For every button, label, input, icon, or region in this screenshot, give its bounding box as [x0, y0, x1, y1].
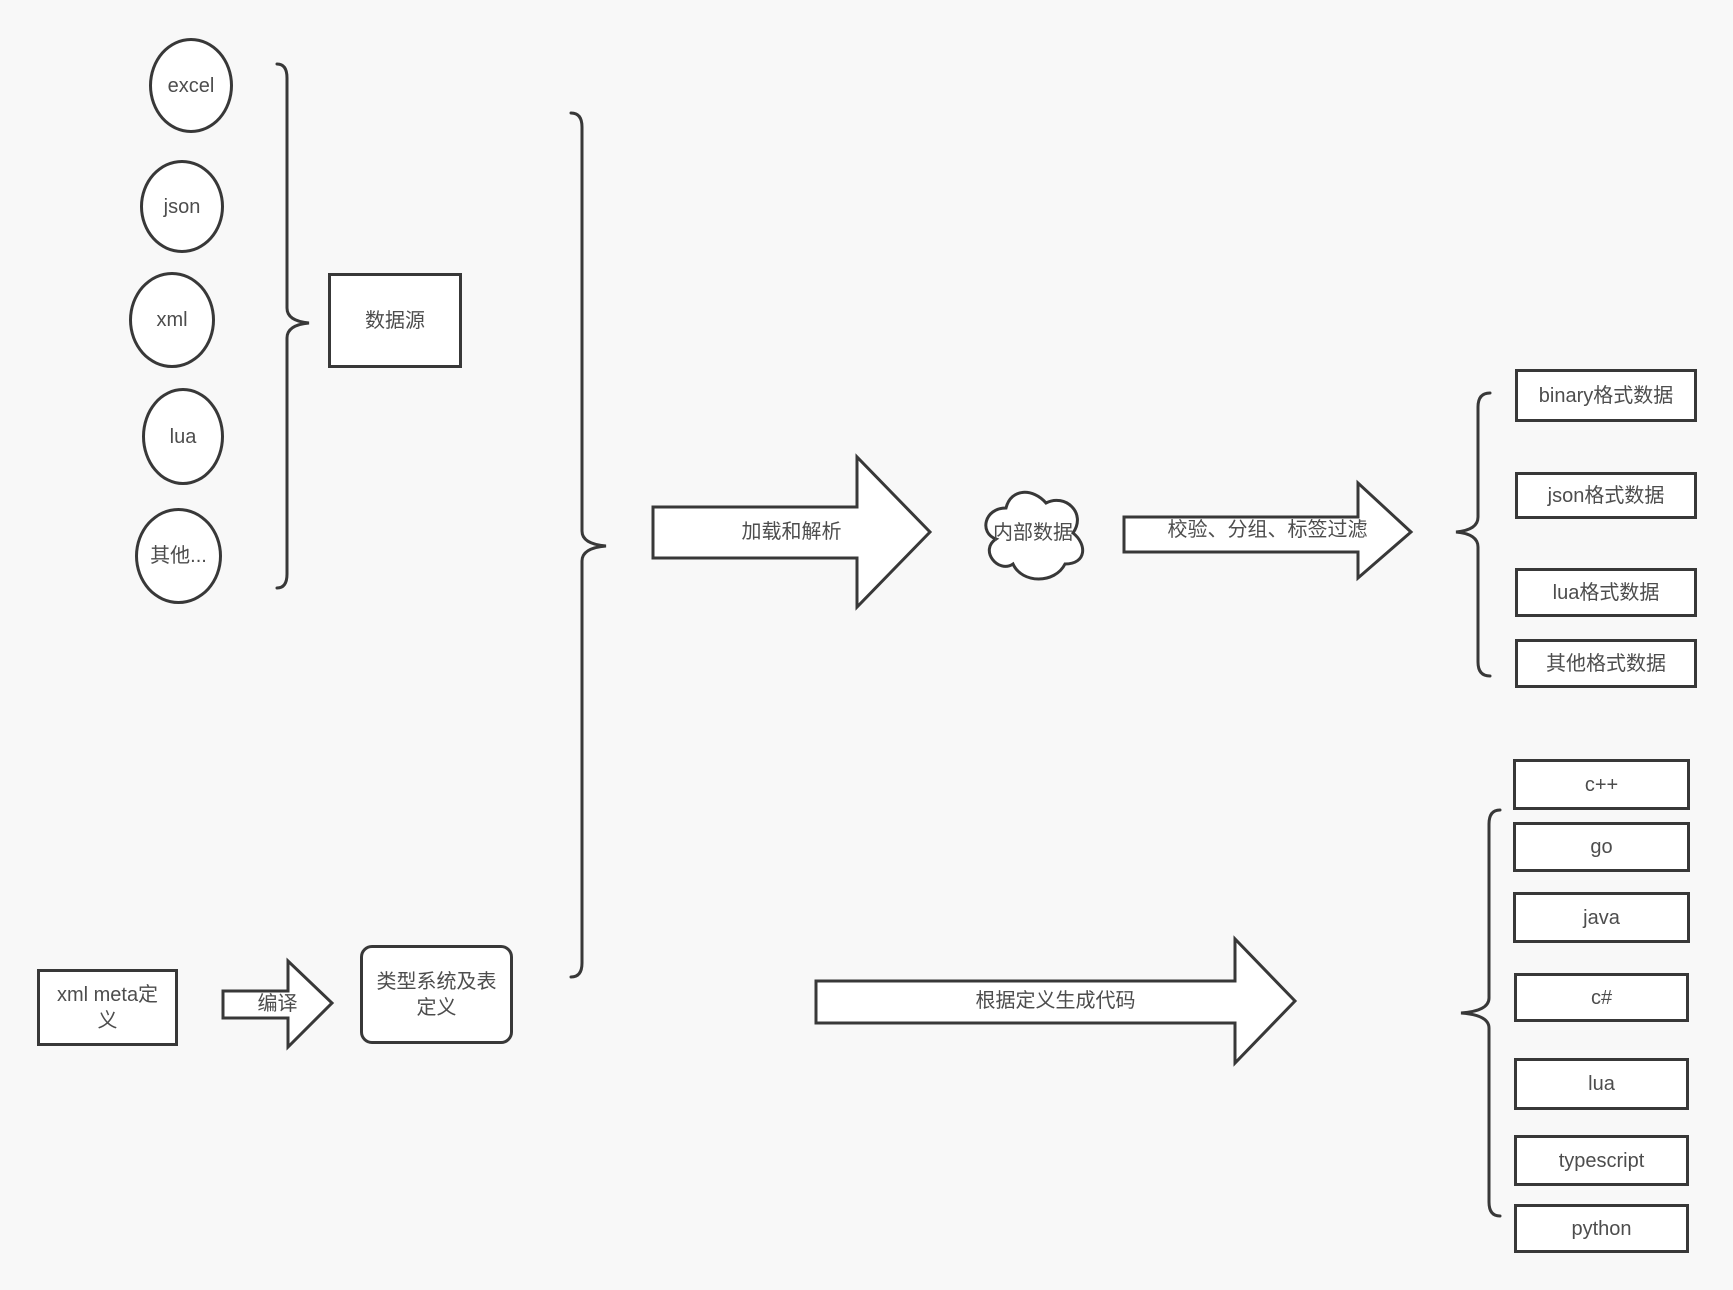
language-box-java: java: [1513, 892, 1690, 943]
load-arrow: [651, 453, 933, 611]
format-box-lua: lua格式数据: [1515, 568, 1697, 617]
compile-arrow: [221, 957, 335, 1051]
format-box-json: json格式数据: [1515, 472, 1697, 519]
source-node-json: json: [140, 160, 224, 253]
format-box-binary: binary格式数据: [1515, 369, 1697, 422]
source-node-lua: lua: [142, 388, 224, 485]
filter-arrow: [1122, 479, 1414, 582]
language-box-python: python: [1514, 1204, 1689, 1253]
language-box-cpp: c++: [1513, 759, 1690, 810]
source-node-other: 其他...: [135, 508, 222, 604]
source-node-excel: excel: [149, 38, 233, 133]
type-system-box: 类型系统及表定义: [360, 945, 513, 1044]
language-box-typescript: typescript: [1514, 1135, 1689, 1186]
formats-brace: [1455, 391, 1492, 678]
generate-arrow: [814, 935, 1298, 1067]
languages-brace: [1460, 808, 1502, 1218]
data-source-box: 数据源: [328, 273, 462, 368]
language-box-csharp: c#: [1514, 973, 1689, 1022]
sources-brace: [275, 62, 310, 590]
main-brace: [569, 111, 607, 979]
language-box-lua: lua: [1514, 1058, 1689, 1110]
internal-data-cloud: [984, 490, 1084, 581]
format-box-other: 其他格式数据: [1515, 639, 1697, 688]
xml-meta-box: xml meta定义: [37, 969, 178, 1046]
source-node-xml: xml: [129, 272, 215, 368]
language-box-go: go: [1513, 822, 1690, 872]
